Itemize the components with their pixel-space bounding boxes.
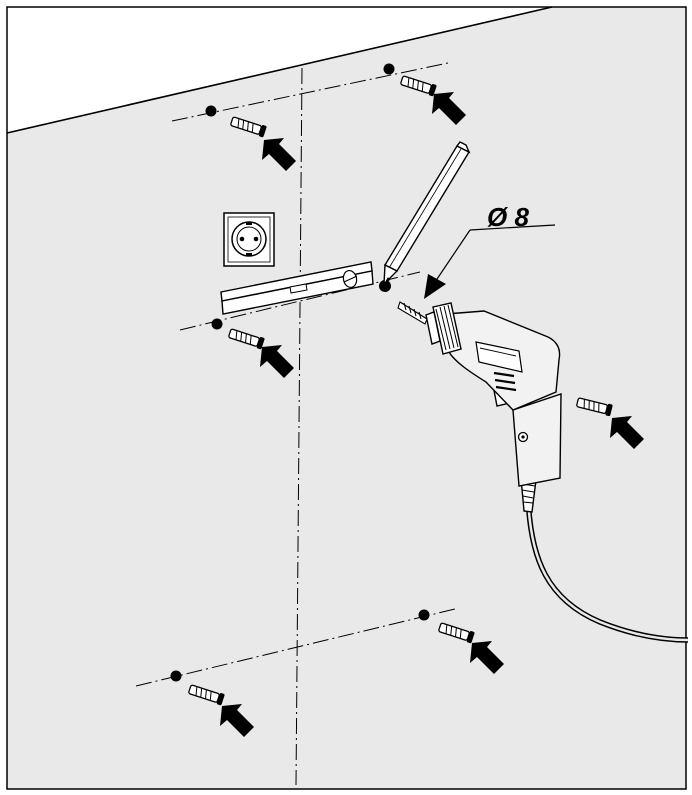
upper-mark-line (171, 62, 449, 122)
hole-mark (205, 105, 217, 117)
wall-socket-icon (223, 212, 275, 267)
hole-mark (383, 63, 395, 75)
dimension-arrowhead-icon (424, 274, 446, 299)
hole-mark (418, 609, 430, 621)
power-drill-icon (397, 301, 689, 643)
wall-surface (7, 7, 686, 789)
dimension-leader-line (469, 224, 556, 231)
spirit-level-icon (220, 261, 374, 315)
dimension-leader-line (430, 229, 471, 289)
lower-mark-line (135, 608, 456, 687)
hole-mark (170, 670, 182, 682)
vertical-center-line (295, 67, 303, 786)
pencil-icon (383, 141, 471, 286)
hole-mark (211, 318, 223, 330)
ceiling-edge (6, 6, 553, 134)
picture-frame (6, 6, 687, 790)
hole-mark (379, 280, 391, 292)
